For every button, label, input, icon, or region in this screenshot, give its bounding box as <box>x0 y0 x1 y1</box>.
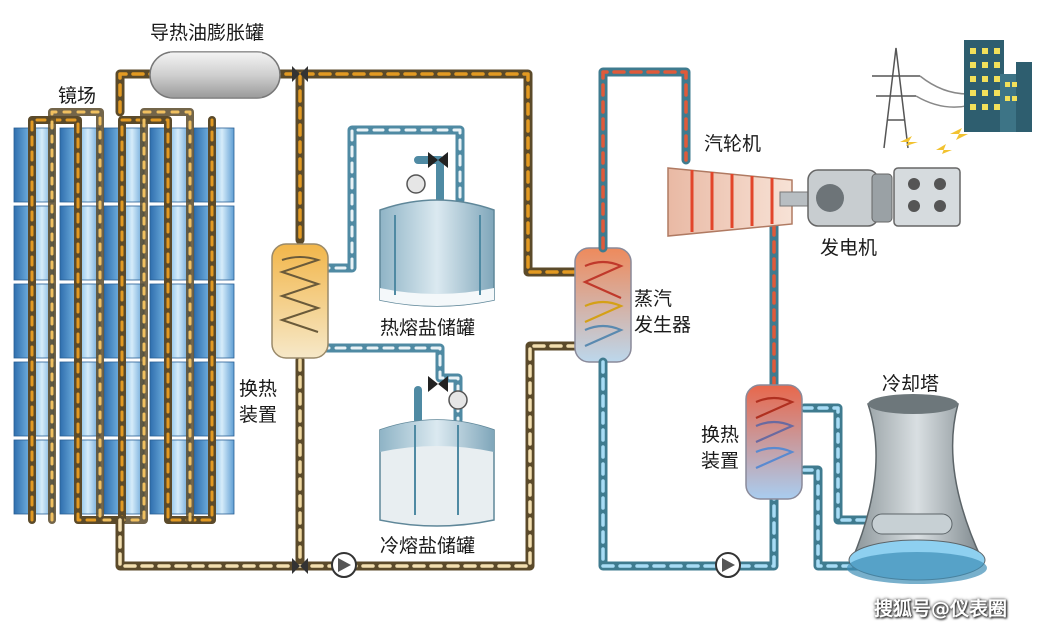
oil-pump <box>331 552 357 578</box>
steam-generator <box>574 247 632 363</box>
generator-label: 发电机 <box>820 237 878 259</box>
salt-valves <box>406 152 468 410</box>
cold-salt-tank-label: 冷熔盐储罐 <box>380 535 476 557</box>
heat-exchanger-left-label-line1: 换热 <box>238 378 277 400</box>
heat-exchanger-right-label-line1: 换热 <box>700 424 739 446</box>
generator <box>807 167 961 227</box>
turbine <box>667 167 825 237</box>
city-buildings <box>964 40 1032 132</box>
heat-exchanger-right <box>745 384 803 500</box>
turbine-label: 汽轮机 <box>704 133 762 155</box>
thermal-oil-loop <box>115 69 580 571</box>
cooling-tower <box>847 394 987 584</box>
mirror-field <box>13 108 235 524</box>
heat-exchanger-left <box>271 243 329 359</box>
watermark: 搜狐号@仪表圈 <box>874 598 1008 620</box>
hot-salt-tank <box>379 199 495 307</box>
mirror-field-label: 镜场 <box>58 85 97 107</box>
expansion-tank <box>149 51 281 99</box>
water-pump <box>715 552 741 578</box>
expansion-tank-label: 导热油膨胀罐 <box>150 22 265 44</box>
cooling-tower-label: 冷却塔 <box>882 373 940 395</box>
steam-generator-label: 蒸汽 发生器 <box>634 286 700 338</box>
heat-exchanger-left-label-line2: 装置 <box>238 404 277 426</box>
valve-markers <box>292 66 308 574</box>
cold-salt-tank <box>379 419 495 527</box>
heat-exchanger-left-label: 换热 装置 <box>236 376 280 428</box>
steam-generator-label-line1: 蒸汽 <box>634 288 673 310</box>
lightning-sparks <box>900 128 968 154</box>
heat-exchanger-right-label: 换热 装置 <box>698 422 742 474</box>
heat-exchanger-right-label-line2: 装置 <box>700 450 739 472</box>
hot-salt-tank-label: 热熔盐储罐 <box>380 317 476 339</box>
steam-generator-label-line2: 发生器 <box>634 314 692 336</box>
